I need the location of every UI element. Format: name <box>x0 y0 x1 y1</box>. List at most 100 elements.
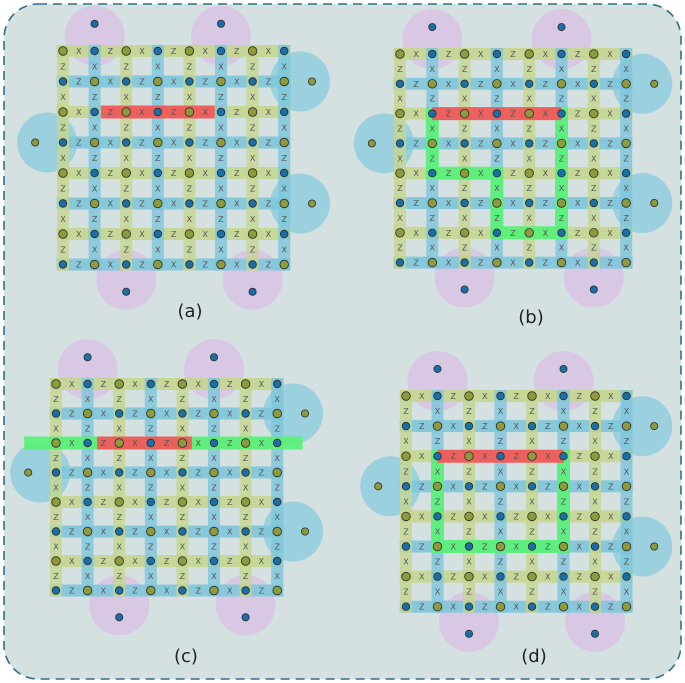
row-strip <box>49 496 284 508</box>
row-strip <box>49 466 284 479</box>
data-qubit <box>178 409 187 418</box>
check-label: Z <box>250 245 256 254</box>
boundary-qubit <box>90 19 99 28</box>
check-label: X <box>526 214 532 223</box>
check-label: X <box>430 125 436 134</box>
data-qubit <box>121 138 131 147</box>
check-label: Z <box>211 483 217 492</box>
ancilla-qubit <box>524 108 534 119</box>
check-label: Z <box>514 573 520 582</box>
ancilla-qubit <box>432 421 443 431</box>
check-label: X <box>274 454 280 463</box>
check-label: X <box>482 392 488 401</box>
check-label: X <box>526 154 532 163</box>
check-label: X <box>108 139 114 148</box>
check-label: X <box>227 410 233 419</box>
check-label: X <box>430 244 436 253</box>
data-qubit <box>590 421 600 431</box>
data-qubit <box>146 438 155 448</box>
ancilla-qubit <box>216 198 226 209</box>
ancilla-qubit <box>184 168 195 178</box>
check-label: Z <box>510 50 516 59</box>
check-label: Z <box>101 557 107 566</box>
check-label: Z <box>575 169 581 178</box>
column-strip <box>246 44 259 271</box>
check-label: X <box>543 110 549 119</box>
check-label: X <box>164 587 170 596</box>
check-label: X <box>155 184 161 193</box>
check-label: X <box>478 169 484 178</box>
column-strip <box>463 389 475 613</box>
check-label: Z <box>281 154 287 163</box>
check-label: X <box>227 587 233 596</box>
ancilla-qubit <box>58 46 68 56</box>
check-label: X <box>211 395 217 404</box>
check-label: X <box>498 467 504 476</box>
data-qubit <box>58 260 68 269</box>
check-label: X <box>623 244 629 253</box>
check-label: Z <box>76 139 82 148</box>
check-label: Z <box>575 50 581 59</box>
data-qubit <box>621 49 631 59</box>
check-label: X <box>202 230 208 239</box>
data-qubit <box>492 168 502 178</box>
check-label: X <box>202 169 208 178</box>
ancilla-qubit <box>556 138 567 149</box>
check-label: Z <box>494 214 500 223</box>
check-label: X <box>148 395 154 404</box>
check-label: Z <box>132 469 138 478</box>
check-label: Z <box>608 603 614 612</box>
check-label: Z <box>397 184 403 193</box>
column-strip <box>215 44 227 271</box>
check-label: X <box>403 558 409 567</box>
check-label: Z <box>218 93 224 102</box>
data-qubit <box>464 602 474 611</box>
check-label: Z <box>577 452 583 461</box>
data-qubit <box>248 138 257 147</box>
check-label: Z <box>510 169 516 178</box>
check-label: X <box>60 93 66 102</box>
check-label: Z <box>451 392 457 401</box>
check-label: X <box>53 542 59 551</box>
check-label: Z <box>274 424 280 433</box>
check-label: X <box>108 200 114 209</box>
check-label: X <box>478 50 484 59</box>
check-label: X <box>259 557 265 566</box>
column-strip <box>620 389 633 613</box>
check-label: X <box>494 65 500 74</box>
data-qubit <box>58 199 68 208</box>
data-qubit <box>146 497 155 507</box>
check-label: Z <box>478 199 484 208</box>
check-label: Z <box>577 392 583 401</box>
check-label: X <box>148 454 154 463</box>
ancilla-qubit <box>432 481 443 492</box>
check-label: Z <box>123 245 129 254</box>
check-label: Z <box>116 513 122 522</box>
check-label: Z <box>187 245 193 254</box>
boundary-qubit <box>428 23 437 32</box>
check-label: X <box>250 93 256 102</box>
check-label: X <box>403 437 409 446</box>
check-label: Z <box>591 184 597 193</box>
check-label: X <box>466 497 472 506</box>
data-qubit <box>460 79 469 88</box>
check-label: Z <box>561 497 567 506</box>
check-label: Z <box>478 259 484 268</box>
ancilla-qubit <box>527 391 537 401</box>
boundary-qubit <box>367 139 376 148</box>
check-label: X <box>498 588 504 597</box>
check-label: Z <box>85 483 91 492</box>
ancilla-qubit <box>146 408 156 419</box>
ancilla-qubit <box>621 602 632 612</box>
ancilla-qubit <box>590 511 600 522</box>
check-label: Z <box>187 62 193 71</box>
check-label: Z <box>139 139 145 148</box>
check-label: X <box>607 229 613 238</box>
check-label: Z <box>529 467 535 476</box>
ancilla-qubit <box>464 391 474 401</box>
check-label: Z <box>139 200 145 209</box>
check-label: Z <box>180 454 186 463</box>
data-qubit <box>496 391 505 401</box>
